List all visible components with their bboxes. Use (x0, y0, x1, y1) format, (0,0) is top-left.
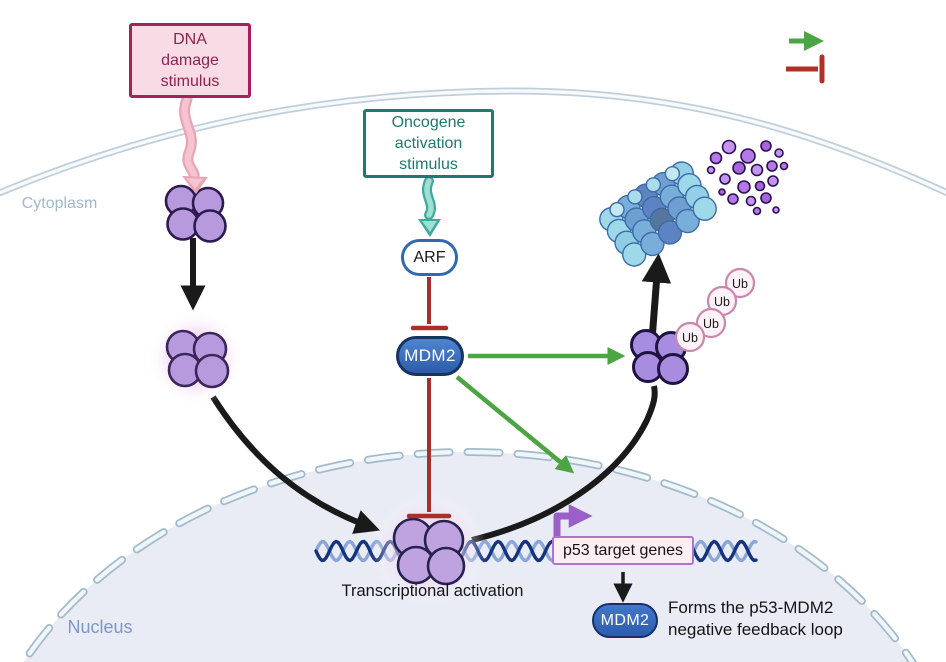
dna-damage-stimulus-box: DNA damage stimulus (129, 23, 251, 98)
ub-circle (695, 307, 727, 339)
arf-inhibits-mdm2-arrow (410, 277, 449, 331)
mdm2-nuclear-arrow (455, 375, 575, 474)
transcriptional-activation-label: Transcriptional activation (341, 582, 524, 600)
ub-circle (674, 321, 706, 353)
oncogene-line: stimulus (399, 156, 458, 173)
ub-label: Ub (732, 277, 748, 291)
dna-damage-line: stimulus (160, 73, 220, 90)
legend (786, 31, 825, 84)
feedback-note: Forms the p53-MDM2 negative feedback loo… (668, 597, 878, 641)
feedback-note-line: Forms the p53-MDM2 (668, 598, 834, 617)
ub-circle (724, 267, 756, 299)
oncogene-line: Oncogene (391, 114, 466, 131)
p53-nuclear-import-arrow (210, 395, 381, 534)
dna-damage-line: damage (161, 52, 219, 69)
arf-node: ARF (401, 239, 458, 276)
degraded-fragments (706, 139, 789, 216)
ub-label: Ub (703, 317, 719, 331)
ub-chain: Ub Ub Ub Ub (674, 267, 756, 353)
p53-nuclear-export-path (471, 385, 658, 543)
cell-membrane (0, 87, 946, 197)
legend-inhibition-bar-icon (786, 54, 825, 84)
p53-tetramer-dna (392, 517, 466, 586)
mdm2-feedback-node: MDM2 (592, 603, 658, 638)
ub-label: Ub (682, 331, 698, 345)
mdm2-inhibits-p53-arrow (406, 378, 452, 519)
oncogene-activation-stimulus-box: Oncogene activation stimulus (363, 109, 494, 178)
cytoplasm-label: Cytoplasm (21, 195, 98, 212)
nucleus-label: Nucleus (67, 617, 133, 637)
feedback-note-line: negative feedback loop (668, 620, 843, 639)
p53-tetramer-cytoplasm (164, 184, 227, 243)
oncogene-arrow (418, 176, 441, 237)
proteasome-degradation-arrow (641, 253, 672, 341)
promoter-arrow-icon (553, 504, 593, 537)
proteasome (599, 161, 717, 267)
dna-damage-arrow (179, 93, 208, 194)
dna-damage-line: DNA (173, 31, 207, 48)
oncogene-line: activation (394, 135, 463, 152)
ub-label: Ub (714, 295, 730, 309)
mdm2-node: MDM2 (396, 336, 464, 376)
p53-tetramer-activated (165, 329, 230, 389)
p53-target-genes-box: p53 target genes (552, 536, 694, 565)
